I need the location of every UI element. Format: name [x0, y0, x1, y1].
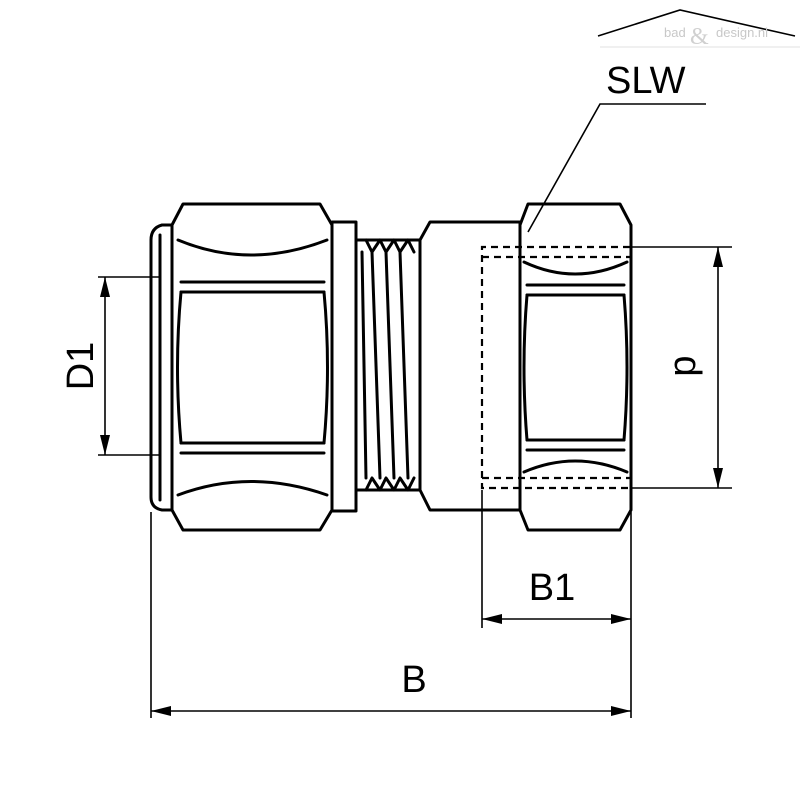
watermark-ampersand: & [690, 24, 709, 50]
right-hex-socket [518, 202, 633, 532]
hidden-socket-bore [480, 245, 630, 490]
slw-annotation: SLW [527, 60, 706, 233]
d-dimension: d [631, 246, 732, 489]
d1-dimension: D1 [60, 276, 160, 456]
d1-label: D1 [60, 342, 102, 391]
watermark-logo: bad & design.nl [597, 9, 800, 50]
b-label: B [401, 659, 426, 701]
b-dimension: B [150, 512, 632, 718]
b1-dimension: B1 [481, 490, 632, 628]
b1-label: B1 [529, 567, 575, 609]
d-label: d [666, 355, 708, 376]
slw-label: SLW [606, 60, 686, 102]
thread-section [354, 238, 422, 492]
left-tube-end [149, 223, 174, 512]
watermark-text-right: design.nl [716, 25, 768, 40]
body-shoulder [418, 220, 522, 512]
watermark-text-left: bad [664, 25, 686, 40]
collar-ring [330, 220, 358, 513]
left-hex-nut [170, 202, 334, 532]
